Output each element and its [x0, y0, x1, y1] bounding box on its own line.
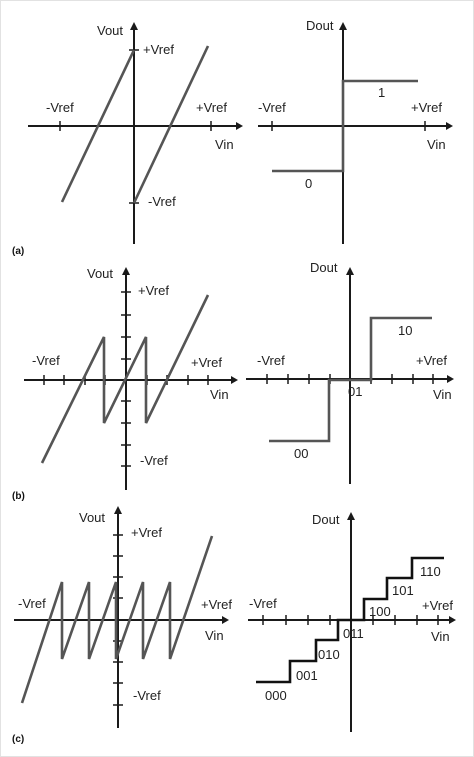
panel-b-residue-plot: Vout +Vref -Vref -Vref +Vref Vin — [24, 266, 238, 490]
x-axis-label: Vin — [431, 629, 450, 644]
residue-segment-2 — [132, 45, 210, 204]
x-axis-arrow-icon — [447, 375, 454, 383]
neg-vref-x-label: -Vref — [249, 596, 277, 611]
neg-vref-y-label: -Vref — [140, 453, 168, 468]
y-axis-arrow-icon — [130, 22, 138, 30]
y-axis-label: Vout — [87, 266, 113, 281]
residue-segment-1 — [60, 49, 136, 203]
y-axis-arrow-icon — [122, 267, 130, 275]
code-label-001: 001 — [296, 668, 318, 683]
code-label-100: 100 — [369, 604, 391, 619]
code-label-110: 110 — [420, 564, 441, 579]
x-axis-label: Vin — [427, 137, 446, 152]
neg-vref-y-label: -Vref — [133, 688, 161, 703]
y-axis-label: Dout — [306, 18, 334, 33]
panel-a-dout-plot: Dout -Vref +Vref Vin 0 1 — [258, 18, 453, 244]
panel-c-dout-plot: Dout -Vref +Vref Vin 000 001 010 011 100… — [248, 512, 456, 732]
x-axis-arrow-icon — [222, 616, 229, 624]
code-label-00: 00 — [294, 446, 308, 461]
code-label-10: 10 — [398, 323, 412, 338]
neg-vref-x-label: -Vref — [46, 100, 74, 115]
panel-b: Vout +Vref -Vref -Vref +Vref Vin — [12, 260, 454, 502]
neg-vref-x-label: -Vref — [257, 353, 285, 368]
x-axis-label: Vin — [210, 387, 229, 402]
dout-transfer-curve — [256, 556, 444, 684]
code-label-000: 000 — [265, 688, 287, 703]
panel-a-residue-plot: Vout +Vref -Vref -Vref +Vref Vin — [28, 22, 243, 244]
code-label-1: 1 — [378, 85, 385, 100]
neg-vref-x-label: -Vref — [18, 596, 46, 611]
code-label-010: 010 — [318, 647, 340, 662]
code-label-011: 011 — [343, 626, 364, 641]
x-axis-label: Vin — [215, 137, 234, 152]
y-axis-arrow-icon — [339, 22, 347, 30]
x-axis-label: Vin — [205, 628, 224, 643]
y-axis-label: Dout — [312, 512, 340, 527]
code-label-101: 101 — [392, 583, 414, 598]
pos-vref-x-label: +Vref — [201, 597, 232, 612]
y-axis-label: Dout — [310, 260, 338, 275]
dout-transfer-curve — [269, 316, 432, 443]
x-axis-arrow-icon — [231, 376, 238, 384]
y-ticks — [113, 534, 123, 706]
panel-c: Vout +Vref -Vref -Vref +Vref Vin — [12, 506, 456, 745]
pos-vref-x-label: +Vref — [411, 100, 442, 115]
neg-vref-x-label: -Vref — [258, 100, 286, 115]
dout-transfer-curve — [272, 79, 418, 173]
pos-vref-y-label: +Vref — [138, 283, 169, 298]
pos-vref-y-label: +Vref — [131, 525, 162, 540]
pos-vref-y-label: +Vref — [143, 42, 174, 57]
pos-vref-x-label: +Vref — [196, 100, 227, 115]
pos-vref-x-label: +Vref — [191, 355, 222, 370]
pos-vref-x-label: +Vref — [416, 353, 447, 368]
code-label-01: 01 — [348, 384, 362, 399]
neg-vref-x-label: -Vref — [32, 353, 60, 368]
x-axis-arrow-icon — [236, 122, 243, 130]
panel-c-residue-plot: Vout +Vref -Vref -Vref +Vref Vin — [14, 506, 232, 728]
pos-vref-x-label: +Vref — [422, 598, 453, 613]
y-axis-label: Vout — [97, 23, 123, 38]
y-axis-label: Vout — [79, 510, 105, 525]
code-label-0: 0 — [305, 176, 312, 191]
x-ticks — [262, 615, 439, 625]
residue-curve — [20, 535, 214, 704]
y-axis-arrow-icon — [114, 506, 122, 514]
x-axis-arrow-icon — [449, 616, 456, 624]
panel-label-c: (c) — [12, 734, 24, 745]
panel-a: Vout +Vref -Vref -Vref +Vref Vin Dout -V… — [12, 18, 453, 257]
panel-b-dout-plot: Dout -Vref +Vref Vin 00 01 10 — [246, 260, 454, 484]
residue-curve — [40, 294, 210, 464]
y-axis-arrow-icon — [347, 512, 355, 520]
panel-label-b: (b) — [12, 491, 25, 502]
neg-vref-y-label: -Vref — [148, 194, 176, 209]
y-axis-arrow-icon — [346, 267, 354, 275]
panel-label-a: (a) — [12, 246, 24, 257]
x-axis-arrow-icon — [446, 122, 453, 130]
x-axis-label: Vin — [433, 387, 452, 402]
y-ticks — [121, 291, 131, 467]
